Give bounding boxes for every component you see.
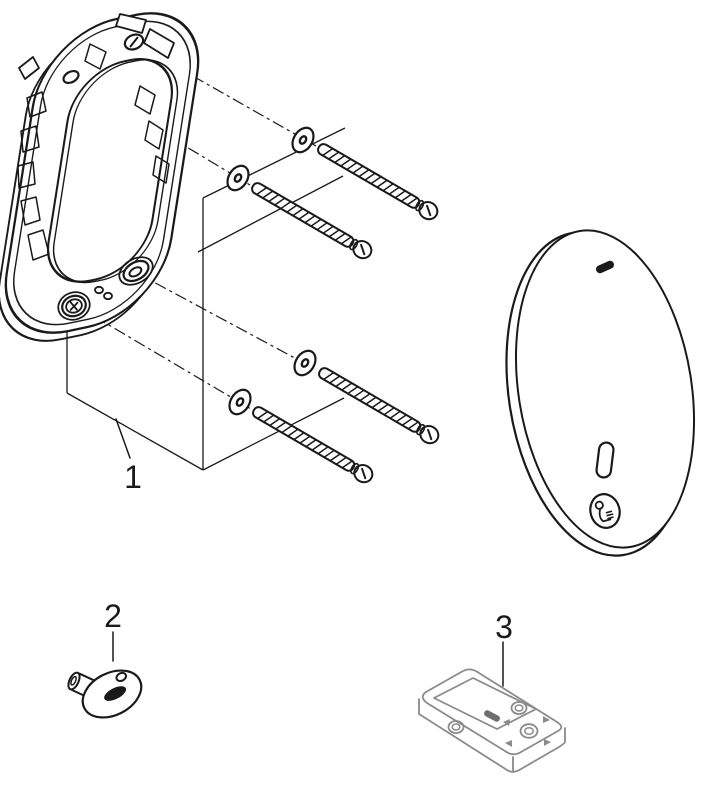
screw [314,362,443,448]
remote-indicator-icon [484,710,500,722]
cover-plate-illustration [505,229,696,557]
part-labels: 1 2 3 [104,418,513,687]
brand-emblem [589,493,621,529]
washer [222,160,254,196]
screw [248,401,377,487]
frame-clip-nub [94,285,104,295]
frame-slot-hole-lower-right [118,256,154,286]
center-axis-line [134,271,318,371]
screw [247,177,376,263]
key-hole [115,671,128,683]
frame-rib-windows [17,43,170,261]
group-box-outline [66,127,346,471]
remote-control-illustration [418,668,566,773]
remote-screen [433,677,537,730]
washer [287,122,319,158]
hand-icon [594,500,614,523]
washer [289,345,321,381]
frame-screw-hole-bottom-left [57,291,91,321]
washers [222,122,321,420]
remote-dpad-arrows [503,716,551,747]
washer [224,384,256,420]
key-slot [104,686,127,701]
frame-tab [115,13,147,34]
frame-clip-nub [103,291,113,301]
key-body [81,669,143,719]
part-label-3: 3 [495,609,513,645]
frame-opening-depth-edge [52,59,179,284]
control-opening [595,441,615,479]
part-label-1-leader [115,418,131,459]
part-label-1: 1 [124,459,142,495]
frame-screw-hole-top [123,33,145,51]
key-illustration [67,669,143,719]
remote-button-top [510,701,528,715]
frame-slot-hole-upper-left [62,69,80,85]
mounting-frame-illustration [0,12,200,342]
remote-button-center [519,723,539,739]
remote-button-left [447,720,465,734]
frame-tab [18,56,40,80]
remote-body-side [418,698,566,773]
sensor-window [595,260,615,274]
mounting-screws [247,138,443,487]
frame-tab [143,28,175,59]
part-label-2: 2 [104,598,122,634]
